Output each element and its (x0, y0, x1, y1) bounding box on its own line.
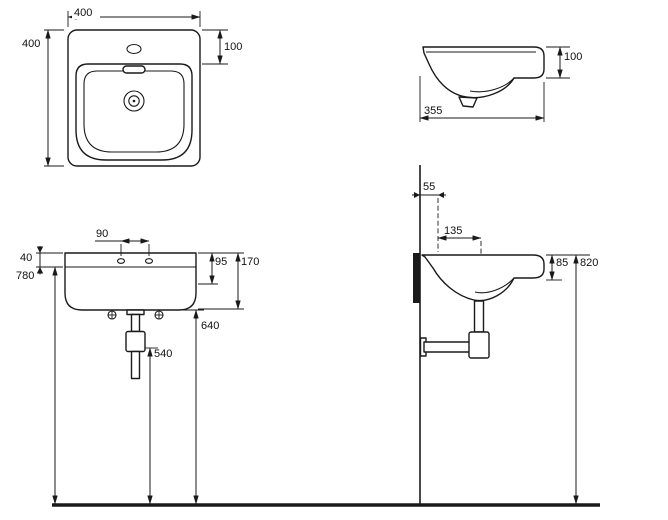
wall-bracket-section (413, 253, 420, 303)
basin-profile (422, 46, 545, 99)
arrowhead (414, 192, 420, 198)
dim-label-profile-rim-height: 100 (564, 51, 582, 63)
dim-plan-width: 400 (67, 7, 201, 27)
dim-label-underrim-height: 780 (16, 270, 34, 282)
arrowhead (36, 267, 44, 274)
basin-front-outline (64, 252, 197, 311)
dim-label-taphole-offset: 100 (224, 41, 242, 53)
dim-label-total-height: 820 (580, 257, 598, 269)
dim-label-profile-depth: 355 (424, 105, 442, 117)
screw-circle (154, 310, 164, 320)
installation-side-view: 55 135 85 820 (412, 165, 598, 505)
dim-front-clearance-height: 640 (181, 309, 219, 505)
dim-plan-taphole-offset: 100 (202, 29, 242, 65)
trap-front (125, 309, 146, 380)
dim-label-rim-thickness: 40 (20, 252, 32, 264)
dim-front-apron-height: 95 (198, 252, 244, 285)
dim-install-total-height: 820 (573, 254, 598, 505)
dim-label-total-depth: 170 (241, 256, 259, 268)
basin-rim-inner (75, 63, 193, 161)
dim-plan-depth: 400 (22, 29, 64, 167)
tap-hole (126, 43, 142, 55)
basin-profile-installed (421, 254, 545, 302)
trap-tailpipe (473, 300, 485, 333)
arrowhead (36, 246, 44, 253)
bowl-inner-line (474, 277, 515, 294)
side-profile-view: 100 355 (419, 46, 582, 122)
trap-bottle (468, 331, 490, 359)
dim-front-total-depth: 170 (198, 252, 259, 310)
dim-label-plan-depth: 400 (22, 38, 40, 50)
drain-inner-ring (128, 95, 140, 107)
label-mask (72, 7, 100, 19)
dim-front-rim-thickness: 40 (20, 246, 63, 275)
wall-screw-right (154, 310, 164, 320)
bowl-inner-line (469, 77, 515, 93)
dim-profile-depth: 355 (419, 76, 545, 122)
fixing-hole-left (116, 258, 126, 264)
dim-install-drain-offset: 135 (437, 225, 482, 241)
dim-label-clearance-height: 640 (201, 320, 219, 332)
drain-outer-ring (123, 90, 145, 112)
fixing-hole-right (144, 258, 154, 264)
dim-front-underrim-height: 780 (16, 266, 58, 505)
dim-front-hole-spacing: 90 (95, 228, 150, 256)
overflow-slot (122, 65, 146, 74)
dim-label-trap-height: 540 (154, 348, 172, 360)
plan-view: 400 400 100 (22, 7, 242, 167)
dim-label-plan-width: 400 (74, 7, 92, 19)
waste-horizontal-pipe (423, 341, 471, 353)
wall-screw-left (107, 310, 117, 320)
drain-fitting (458, 96, 478, 108)
arrowhead (438, 192, 444, 198)
dim-profile-rim-height: 100 (546, 46, 582, 79)
drain-center-dot (132, 99, 136, 103)
trap-bottle (125, 330, 146, 353)
dim-install-wall-offset: 55 (412, 181, 446, 198)
bowl-contour (83, 70, 185, 153)
dim-label-rim-thickness-side: 85 (556, 257, 568, 269)
trap-side (419, 300, 490, 359)
dim-front-trap-height: 540 (145, 347, 172, 505)
screw-circle (107, 310, 117, 320)
dim-label-wall-offset: 55 (423, 181, 435, 193)
dim-label-hole-spacing: 90 (96, 228, 108, 240)
dim-label-drain-offset: 135 (444, 225, 462, 237)
dim-label-apron-height: 95 (215, 256, 227, 268)
front-view: 90 40 780 95 170 640 (16, 228, 259, 505)
trap-tailpipe (130, 313, 141, 333)
trap-waste-pipe (130, 350, 141, 380)
dim-install-rim-thickness: 85 (546, 254, 590, 281)
